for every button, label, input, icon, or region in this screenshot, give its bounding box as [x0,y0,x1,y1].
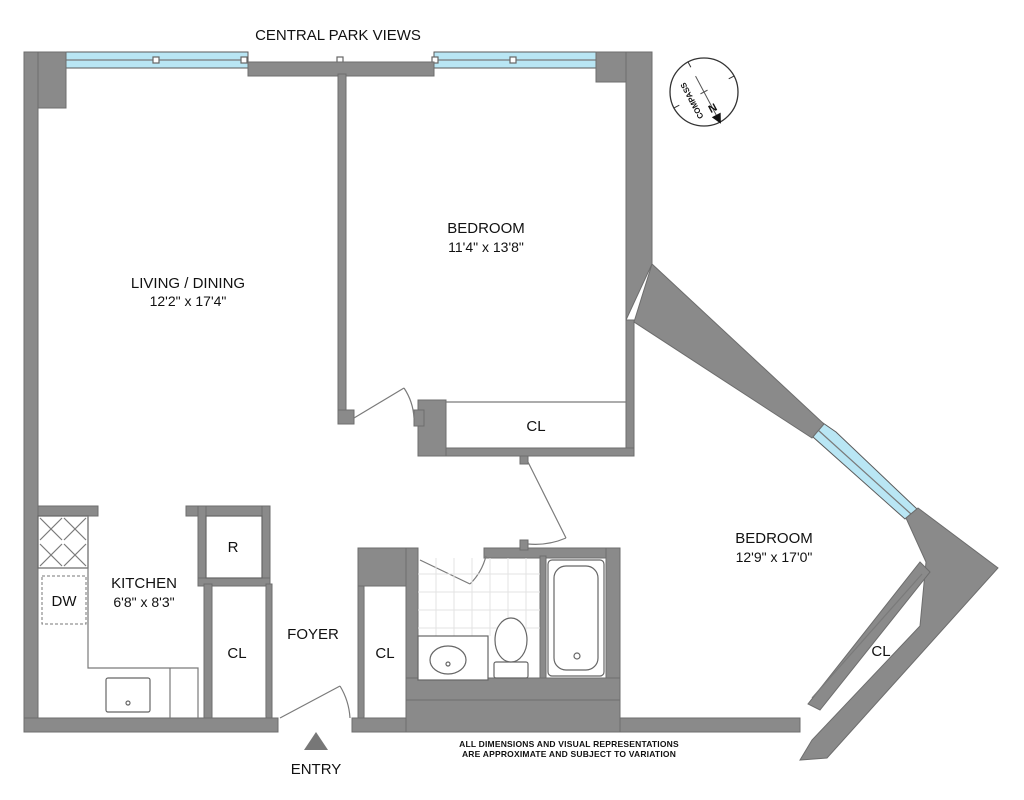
labels: CENTRAL PARK VIEWS LIVING / DINING 12'2"… [52,27,891,778]
refrigerator-label: R [228,539,239,556]
living-room-dims: 12'2" x 17'4" [150,293,227,309]
entry-label: ENTRY [291,761,342,778]
fixtures [37,515,605,718]
bedroom2-name: BEDROOM [735,530,813,547]
entry-arrow-icon [304,732,328,750]
dishwasher [41,575,87,625]
bath-tiles [418,558,540,636]
foyer-closet-right-label: CL [375,645,394,662]
foyer-closet-left-label: CL [227,645,246,662]
foyer-name: FOYER [287,626,339,643]
bath-sink [429,645,467,675]
doors [265,387,923,719]
refrigerator [205,515,263,579]
bedroom2-closet-label: CL [871,643,890,660]
bedroom1-closet-label: CL [526,418,545,435]
compass: N COMPASS [669,57,739,127]
living-room-name: LIVING / DINING [131,275,245,292]
bedroom2-dims: 12'9" x 17'0" [736,549,813,565]
toilet [494,617,528,663]
kitchen-dims: 6'8" x 8'3" [113,594,174,610]
dishwasher-label: DW [52,593,78,610]
disclaimer-line2: ARE APPROXIMATE AND SUBJECT TO VARIATION [462,749,676,759]
disclaimer-line1: ALL DIMENSIONS AND VISUAL REPRESENTATION… [459,739,679,749]
bedroom1-dims: 11'4" x 13'8" [448,239,524,255]
header-views-label: CENTRAL PARK VIEWS [255,27,421,44]
compass-needle-icon [711,112,721,124]
bedroom1-name: BEDROOM [447,220,525,237]
kitchen-name: KITCHEN [111,575,177,592]
kitchen-sink [105,677,151,713]
walls [23,51,999,761]
